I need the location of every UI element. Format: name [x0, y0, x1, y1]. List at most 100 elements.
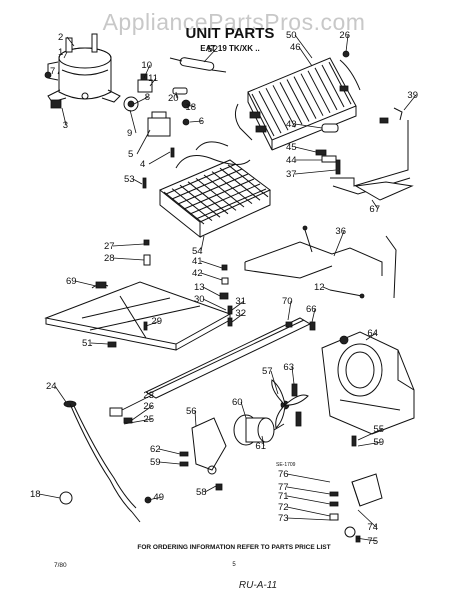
callout-c36: 36: [333, 226, 346, 257]
callout-c8: 8: [133, 92, 150, 105]
leader-line: [371, 199, 379, 210]
leader-line: [202, 298, 227, 311]
leader-line: [345, 34, 349, 53]
condenser-fin: [272, 85, 296, 128]
condenser-fin: [279, 82, 303, 125]
callout-number: 62: [150, 444, 161, 455]
callout-c50: 50: [286, 30, 313, 59]
evaporator-coil: [183, 178, 255, 210]
callout-c44: 44: [286, 155, 322, 166]
callout-c52: 52: [203, 44, 218, 63]
callout-number: 43: [286, 119, 297, 130]
leader-line: [90, 342, 109, 345]
callout-number: 53: [124, 174, 135, 185]
ordering-note: FOR ORDERING INFORMATION REFER TO PARTS …: [137, 544, 330, 551]
leader-line: [61, 107, 67, 126]
leader-line: [66, 36, 75, 47]
condenser-fin: [286, 79, 310, 122]
leader-line: [286, 495, 331, 505]
evaporator-coil: [165, 163, 237, 195]
leader-line: [145, 320, 161, 327]
callout-number: 36: [335, 226, 346, 237]
callout-number: 12: [314, 282, 325, 293]
leader-line: [287, 300, 292, 321]
leader-line: [403, 94, 417, 111]
handwritten-note: RU-A-11: [239, 580, 277, 591]
leader-line: [202, 286, 221, 297]
leader-line: [200, 260, 223, 269]
leader-line: [355, 537, 377, 542]
callout-number: 26: [339, 30, 350, 41]
callout-number: 8: [145, 92, 150, 103]
leader-line: [63, 51, 68, 59]
callout-number: 31: [235, 296, 246, 307]
leader-line: [294, 34, 313, 59]
condenser-illustration: [234, 50, 361, 151]
callout-c6: 6: [189, 116, 204, 127]
evaporator-coil: [177, 173, 249, 205]
callout-number: 23: [143, 390, 154, 401]
leader-line: [231, 312, 245, 323]
leader-line: [149, 77, 157, 87]
condenser-fin: [300, 73, 324, 116]
leader-line: [240, 401, 247, 419]
leader-line: [286, 506, 331, 517]
grommet-illustration: [44, 71, 62, 109]
terminal-block-illustration: [329, 473, 383, 543]
callout-number: 41: [192, 256, 203, 267]
callout-number: 77: [278, 482, 289, 493]
leader-line: [38, 493, 61, 499]
callout-c18b: 18: [30, 489, 61, 500]
callout-number: 74: [367, 522, 378, 533]
leader-line: [286, 517, 331, 521]
callout-c7: 7: [50, 66, 60, 77]
callout-number: 4: [140, 159, 145, 170]
date-code: 7/80: [54, 562, 67, 569]
callout-number: 72: [278, 502, 289, 513]
callout-c13: 13: [194, 282, 221, 297]
condenser-fin: [293, 76, 317, 119]
accumulator-illustration: [330, 107, 414, 201]
callout-number: 30: [194, 294, 205, 305]
callout-c53: 53: [124, 174, 143, 185]
callout-c71: 71: [278, 491, 331, 505]
leader-line: [136, 129, 151, 155]
page-number: 5: [232, 562, 236, 568]
callout-c51: 51: [82, 338, 109, 349]
leader-line: [270, 370, 279, 395]
callout-number: 3: [63, 120, 68, 131]
callout-c43: 43: [286, 119, 323, 130]
motor-bracket-illustration: [179, 417, 227, 491]
callout-number: 13: [194, 282, 205, 293]
base-hardware-illustration: [95, 239, 316, 348]
leader-line: [143, 64, 151, 79]
callout-c28: 28: [104, 253, 145, 264]
callout-c61: 61: [255, 435, 266, 452]
callout-c20: 20: [168, 91, 179, 104]
diagram-subtitle: EAT 19 TK/XK ..: [200, 44, 259, 53]
fan-blade-illustration: [271, 379, 309, 430]
evaporator-coil: [189, 183, 261, 215]
callout-number: 56: [186, 406, 197, 417]
callout-c67: 67: [369, 199, 380, 215]
callout-c12: 12: [314, 282, 331, 293]
leader-line: [261, 435, 265, 447]
callout-number: 58: [196, 487, 207, 498]
callout-number: 69: [66, 276, 77, 287]
callout-c5: 5: [128, 129, 151, 160]
callout-number: 51: [82, 338, 93, 349]
leader-line: [175, 91, 178, 99]
screw-illustrations: [142, 147, 175, 189]
leader-line: [123, 418, 153, 425]
leader-line: [294, 146, 317, 153]
callout-c27: 27: [104, 241, 145, 252]
leader-line: [112, 257, 145, 261]
callout-c11: 11: [148, 73, 158, 87]
callout-c57: 57: [262, 366, 279, 395]
heater-loop-illustration: [244, 225, 383, 279]
evaporator-coil: [195, 188, 267, 220]
callout-c46: 46: [290, 42, 313, 67]
callout-c9: 9: [127, 109, 137, 139]
